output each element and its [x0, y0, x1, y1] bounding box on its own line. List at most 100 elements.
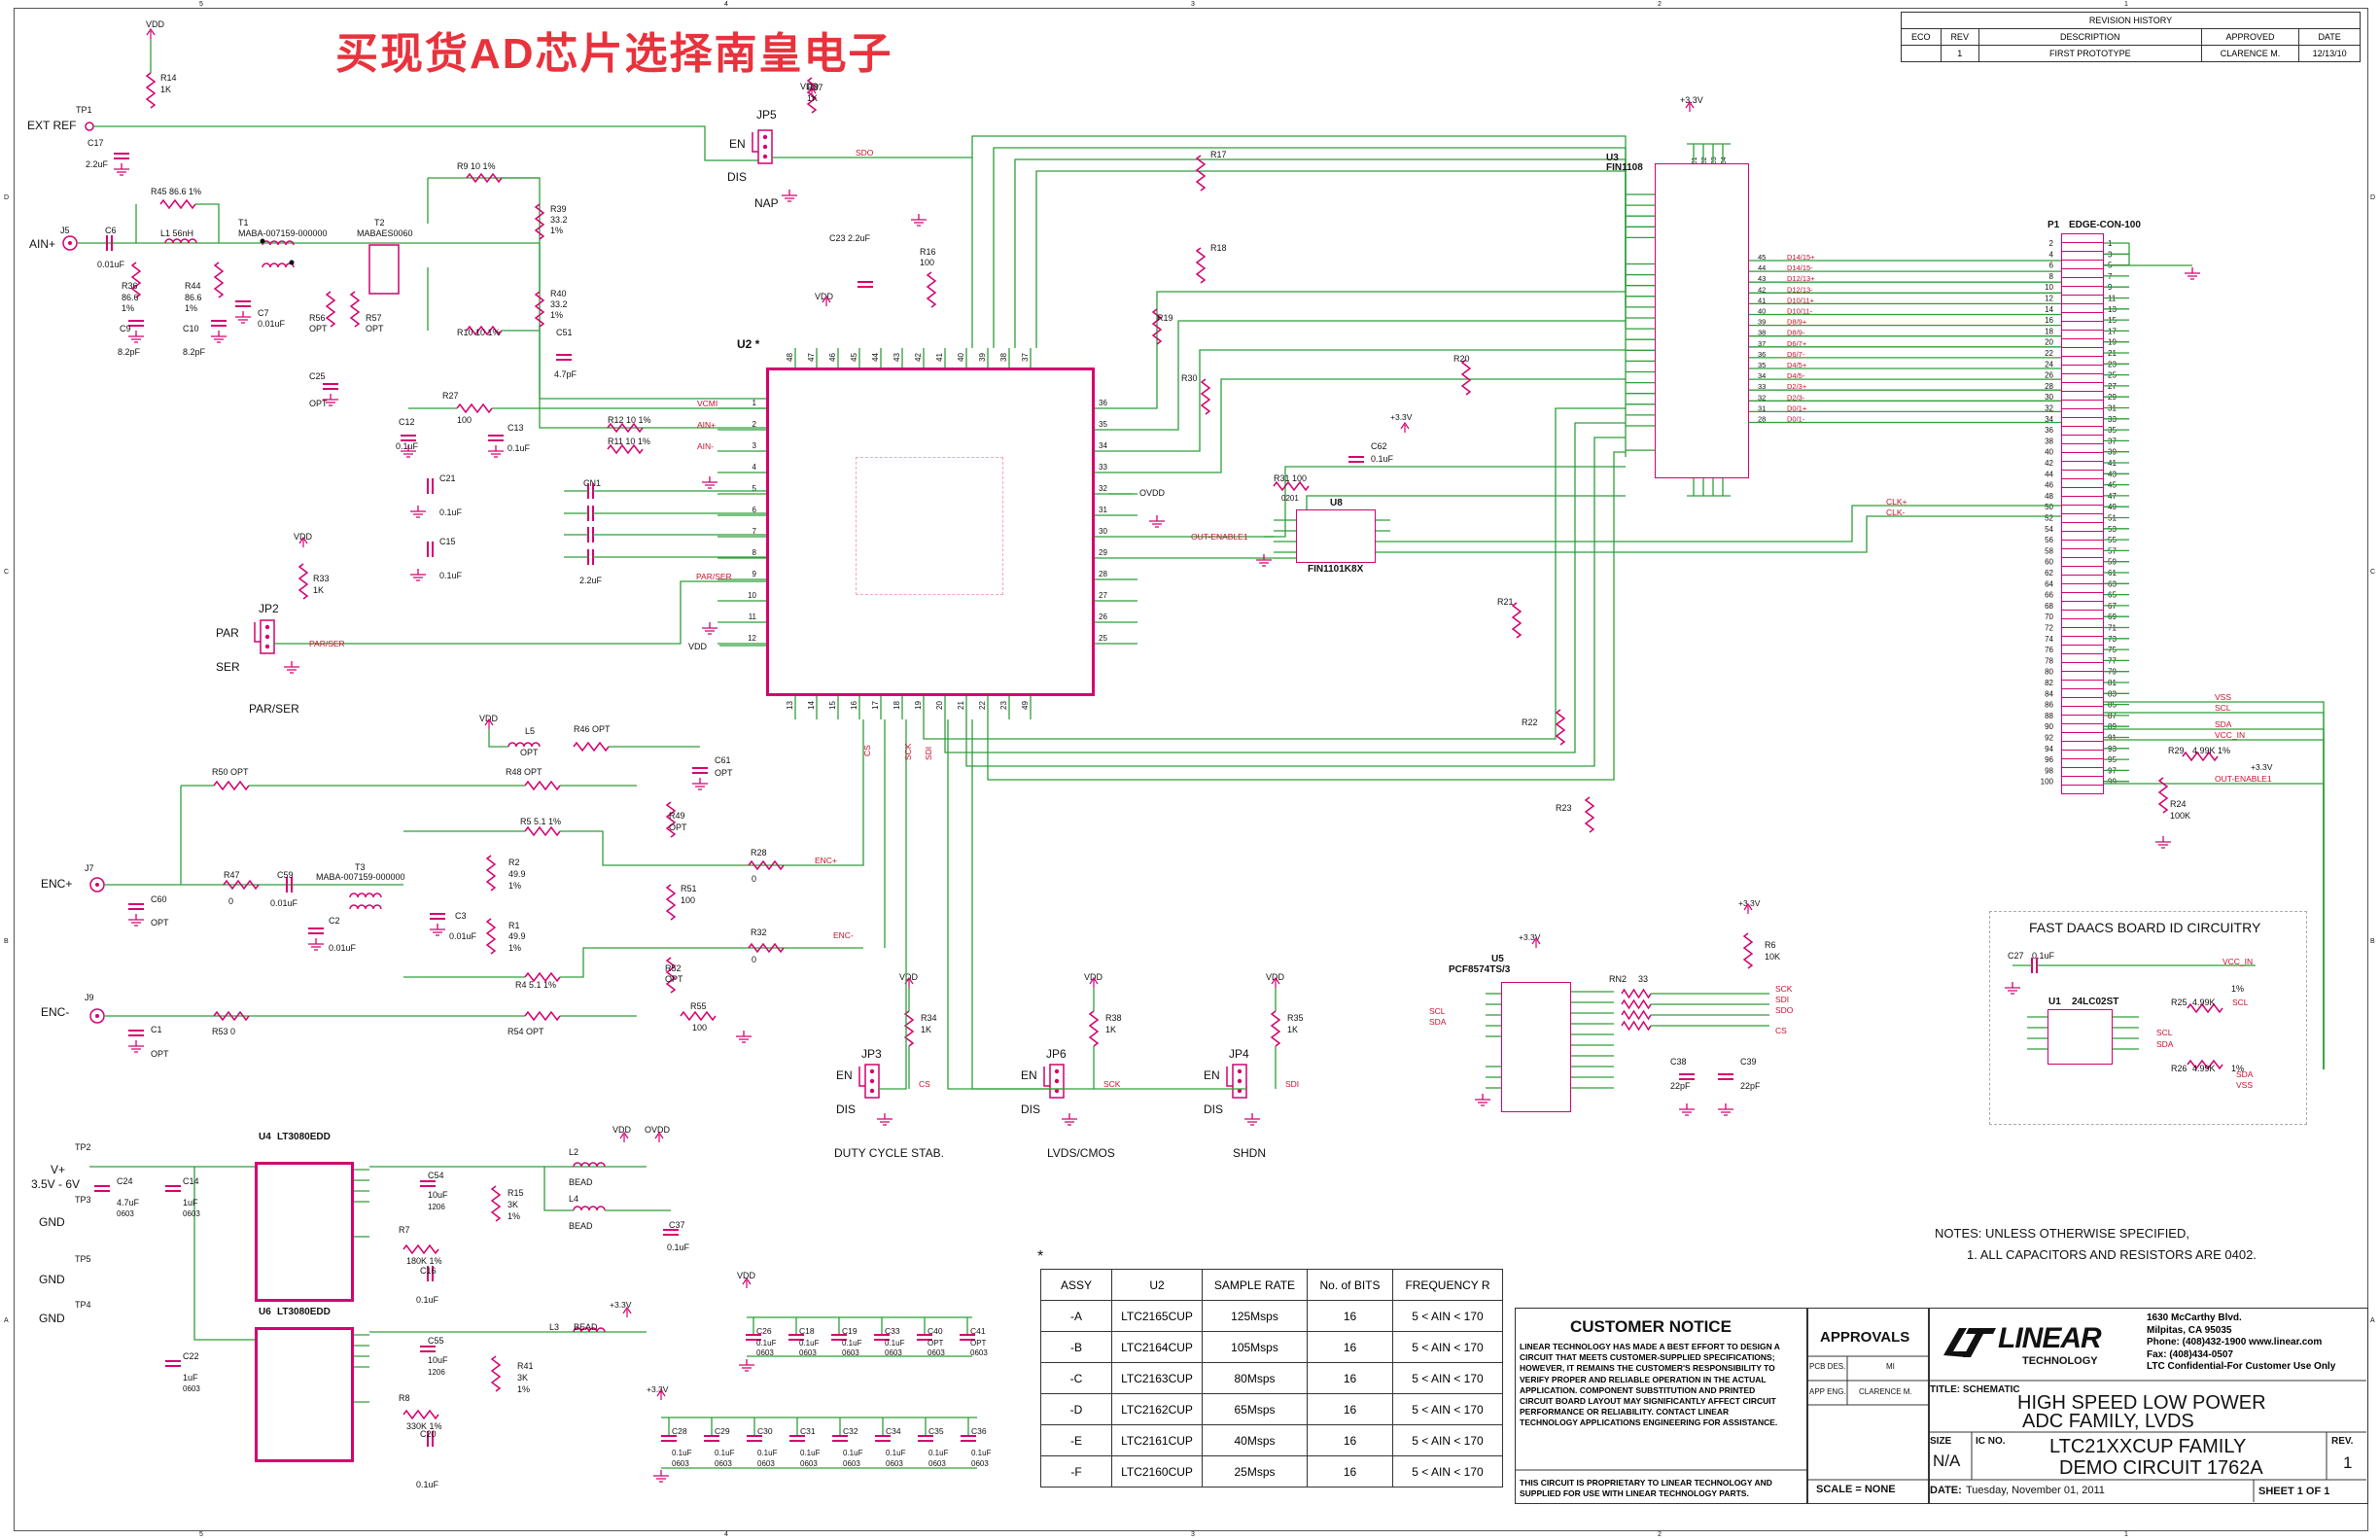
component-value: 180K 1%	[406, 1256, 442, 1266]
ground-symbol	[284, 661, 299, 674]
u4-part: LT3080EDD	[277, 1132, 331, 1142]
resistor	[466, 325, 503, 336]
assy-cell: 5 < AIN < 170	[1392, 1331, 1503, 1363]
border-tick: 2	[1658, 1531, 1662, 1538]
net-label: D14/15+	[1787, 253, 1815, 262]
border-tick: B	[4, 938, 9, 945]
inductor	[349, 904, 382, 910]
resistor	[748, 942, 785, 954]
u2-pin-number: 28	[1099, 570, 1107, 578]
component-ref: R32	[751, 928, 767, 937]
component-value: 0603	[715, 1459, 732, 1468]
rev-header: REV	[1940, 28, 1979, 46]
p1-pin-number: 38	[2045, 437, 2053, 445]
component-ref: C21	[439, 473, 456, 483]
net-label: +3.3V	[1738, 898, 1761, 908]
enc-plus-label: ENC+	[41, 877, 72, 891]
u2-pin-number: 16	[850, 701, 858, 710]
p1-pin-number: 92	[2045, 734, 2053, 743]
resistor	[1460, 359, 1472, 396]
p1-pin-number: 24	[2045, 360, 2053, 368]
component-ref: R2	[508, 858, 520, 867]
p1-pin-number: 88	[2045, 712, 2053, 720]
u2-pin-number: 34	[1099, 441, 1107, 450]
jumper-cap	[254, 622, 261, 643]
notice-line: CIRCUIT BOARD LAYOUT MAY SIGNIFICANTLY A…	[1520, 1396, 1776, 1407]
u2-pin-number: 25	[1099, 634, 1107, 643]
size-label: SIZE	[1930, 1436, 1952, 1447]
net-label: VDD	[294, 532, 313, 542]
component-ref: C23 2.2uF	[829, 233, 871, 243]
jumper-pin	[1054, 1068, 1060, 1074]
u2-pin-number: 40	[957, 353, 965, 362]
component-value: 0	[752, 874, 756, 884]
component-ref: C17	[88, 138, 104, 148]
wire	[879, 719, 907, 1090]
p1-pin-number: 36	[2045, 426, 2053, 435]
component-ref: L5	[525, 726, 535, 736]
net-label: CLK+	[1886, 497, 1908, 507]
title-label: TITLE: SCHEMATIC	[1930, 1384, 2020, 1395]
inductor	[349, 892, 382, 898]
net-label: +3.3V	[2251, 762, 2273, 772]
u4-ref: U4	[259, 1132, 271, 1142]
coax-connector	[95, 883, 99, 887]
power-arrow	[1531, 936, 1541, 948]
u3-pin-number: 28	[1758, 415, 1766, 424]
notice-line: VERIFY PROPER AND RELIABLE OPERATION IN …	[1520, 1374, 1767, 1384]
scale-label: SCALE = NONE	[1816, 1484, 1896, 1495]
border-tick: 5	[199, 1531, 203, 1538]
u2-pin-number: 43	[892, 353, 901, 362]
component-value: 100	[681, 895, 695, 905]
net-label: AIN+	[697, 420, 716, 430]
assy-cell: 16	[1307, 1362, 1393, 1394]
vrange-label: 3.5V - 6V	[31, 1177, 80, 1191]
component-value: 0603	[183, 1209, 200, 1218]
component-ref: R41	[517, 1361, 534, 1371]
net-label: +3.3V	[647, 1384, 669, 1394]
u2-pin-number: 14	[807, 701, 816, 710]
p1-pin-number: 14	[2045, 305, 2053, 314]
component-value: BEAD	[569, 1177, 593, 1187]
component-value: 1%	[550, 226, 563, 235]
u2-pin-number: 20	[935, 701, 944, 710]
component-value: 0.1uF	[843, 1449, 863, 1457]
component-value: 1206	[428, 1203, 445, 1211]
jp3-ref: JP3	[861, 1047, 882, 1061]
u2-pin-number: 8	[752, 548, 757, 557]
p1-pin-number: 28	[2045, 382, 2053, 391]
component-ref: C51	[556, 328, 573, 337]
component-value: 0603	[970, 1348, 988, 1357]
net-label: +3.3V	[1390, 412, 1413, 422]
component-ref: C41	[970, 1326, 986, 1336]
net-label: VDD	[479, 714, 499, 723]
net-label: VDD	[800, 82, 820, 91]
resistor	[325, 291, 336, 328]
resistor	[1621, 1009, 1652, 1021]
net-label: AIN-	[697, 441, 714, 451]
assy-cell: 125Msps	[1202, 1300, 1308, 1332]
assy-cell: 105Msps	[1202, 1331, 1308, 1363]
u2-ref: U2 *	[737, 337, 760, 351]
u2-pin-number: 49	[1021, 701, 1030, 710]
u2-pin-number: 32	[1099, 484, 1107, 493]
u2-pin-number: 17	[871, 701, 880, 710]
component-ref: R30	[1181, 373, 1198, 383]
component-value: 1%	[2231, 984, 2244, 994]
jumper-pin	[762, 144, 768, 150]
net-label: OUT-ENABLE1	[2215, 774, 2272, 784]
component-ref: C19	[842, 1326, 858, 1336]
ic-label: IC NO.	[1976, 1436, 2006, 1447]
net-label: VSS	[2215, 692, 2231, 702]
net-label: CS	[862, 745, 872, 756]
component-ref: R8	[399, 1393, 410, 1403]
resistor	[2187, 1059, 2223, 1070]
border-tick: 4	[724, 1, 728, 8]
resistor	[213, 780, 250, 791]
jumper-pin	[1054, 1078, 1060, 1084]
jp2-bottom-label: SER	[216, 660, 240, 674]
p1-pin-number: 48	[2045, 492, 2053, 501]
component-ref: C30	[757, 1426, 773, 1436]
